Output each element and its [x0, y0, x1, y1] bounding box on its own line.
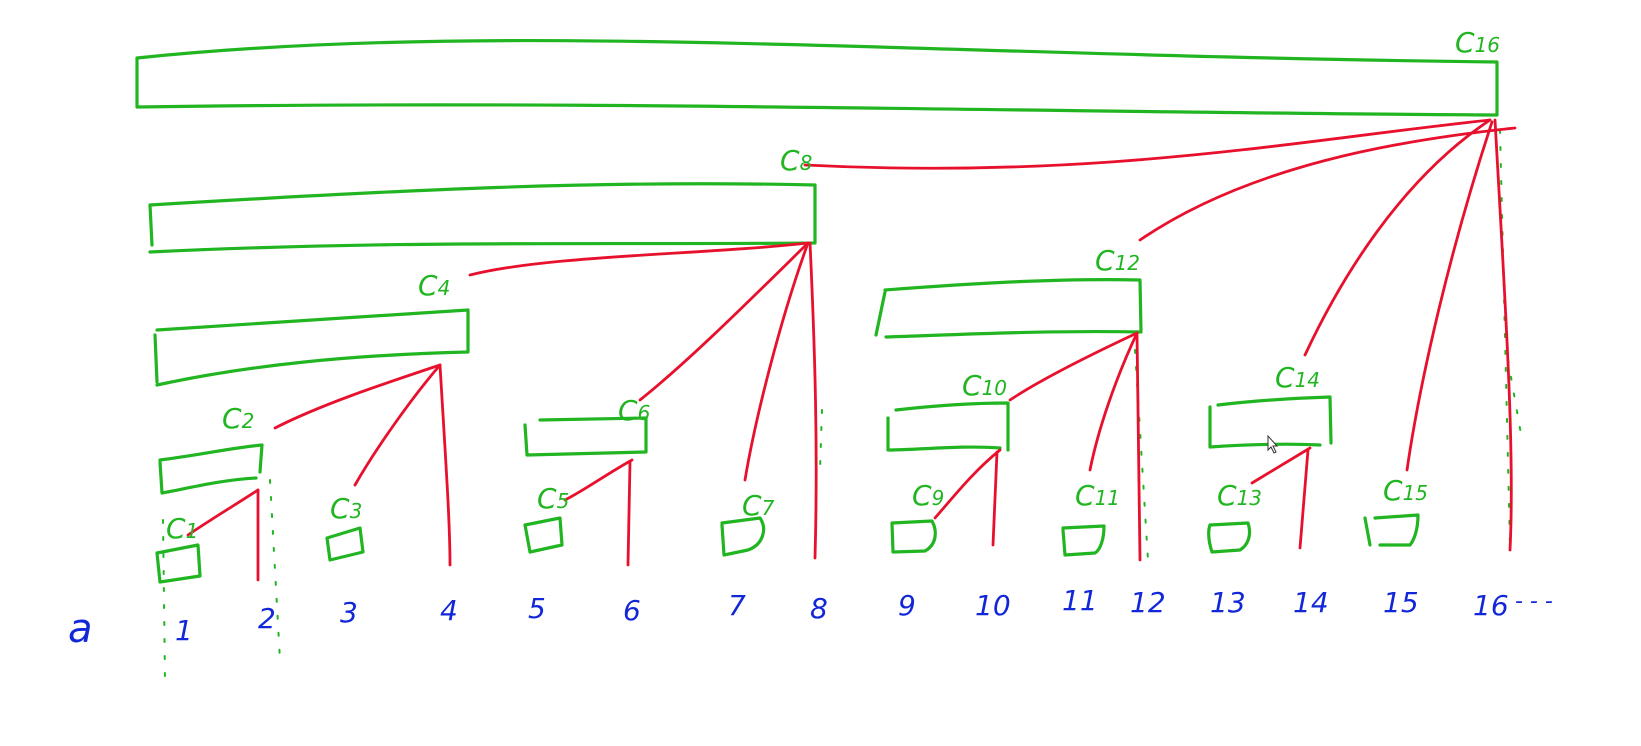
index-label: 2	[258, 602, 276, 635]
mouse-cursor-icon	[1267, 434, 1279, 454]
box-c10	[886, 401, 1010, 452]
box-c1	[155, 543, 202, 584]
array-indices: a 1 2 3 4 5 6 7 8 9 10 11 12 13 14 15 16…	[68, 584, 1553, 652]
box-c14	[1208, 395, 1333, 449]
index-label: 11	[1062, 584, 1098, 617]
label-c10: C10	[962, 369, 1007, 402]
label-c13: C13	[1217, 479, 1262, 512]
label-c16: C16	[1455, 26, 1500, 59]
parent-links	[186, 118, 1517, 582]
index-label: 4	[440, 594, 458, 627]
label-c6: C6	[618, 394, 650, 427]
box-c5	[523, 516, 564, 554]
box-c2	[158, 443, 264, 495]
label-c4: C4	[418, 269, 450, 302]
node-labels: C1 C2 C3 C4 C5 C6 C7 C8 C9 C10 C11 C12 C…	[166, 26, 1500, 545]
index-label: 8	[810, 592, 828, 625]
index-label: 12	[1130, 586, 1166, 619]
box-c15	[1363, 513, 1420, 547]
box-c13	[1207, 521, 1252, 554]
label-c12: C12	[1095, 244, 1140, 277]
box-c16	[135, 39, 1499, 117]
box-c11	[1061, 524, 1106, 557]
label-c15: C15	[1383, 474, 1428, 507]
box-c7	[720, 516, 766, 557]
label-c5: C5	[537, 482, 569, 515]
index-label: 16	[1473, 589, 1509, 622]
index-label: 14	[1293, 586, 1329, 619]
label-c8: C8	[780, 144, 812, 177]
box-c9	[890, 519, 937, 554]
box-c6	[523, 416, 648, 457]
index-label: 15	[1383, 586, 1419, 619]
box-c4	[153, 308, 470, 387]
index-label: 10	[975, 589, 1011, 622]
label-c1: C1	[166, 512, 198, 545]
index-label: 6	[623, 594, 641, 627]
continuation-dots: - - -	[1515, 589, 1553, 614]
label-c14: C14	[1275, 361, 1320, 394]
label-c2: C2	[222, 402, 254, 435]
box-c8	[148, 182, 817, 254]
box-c3	[325, 526, 365, 562]
index-label: 5	[528, 592, 546, 625]
label-c3: C3	[330, 492, 362, 525]
array-label: a	[68, 606, 93, 652]
label-c7: C7	[742, 489, 775, 522]
index-label: 1	[175, 614, 193, 647]
range-boxes	[135, 39, 1499, 584]
index-label: 7	[728, 589, 746, 622]
label-c9: C9	[912, 479, 944, 512]
index-label: 9	[898, 589, 916, 622]
label-c11: C11	[1075, 479, 1120, 512]
index-label: 3	[340, 596, 358, 629]
box-c12	[874, 278, 1143, 339]
index-label: 13	[1210, 586, 1246, 619]
